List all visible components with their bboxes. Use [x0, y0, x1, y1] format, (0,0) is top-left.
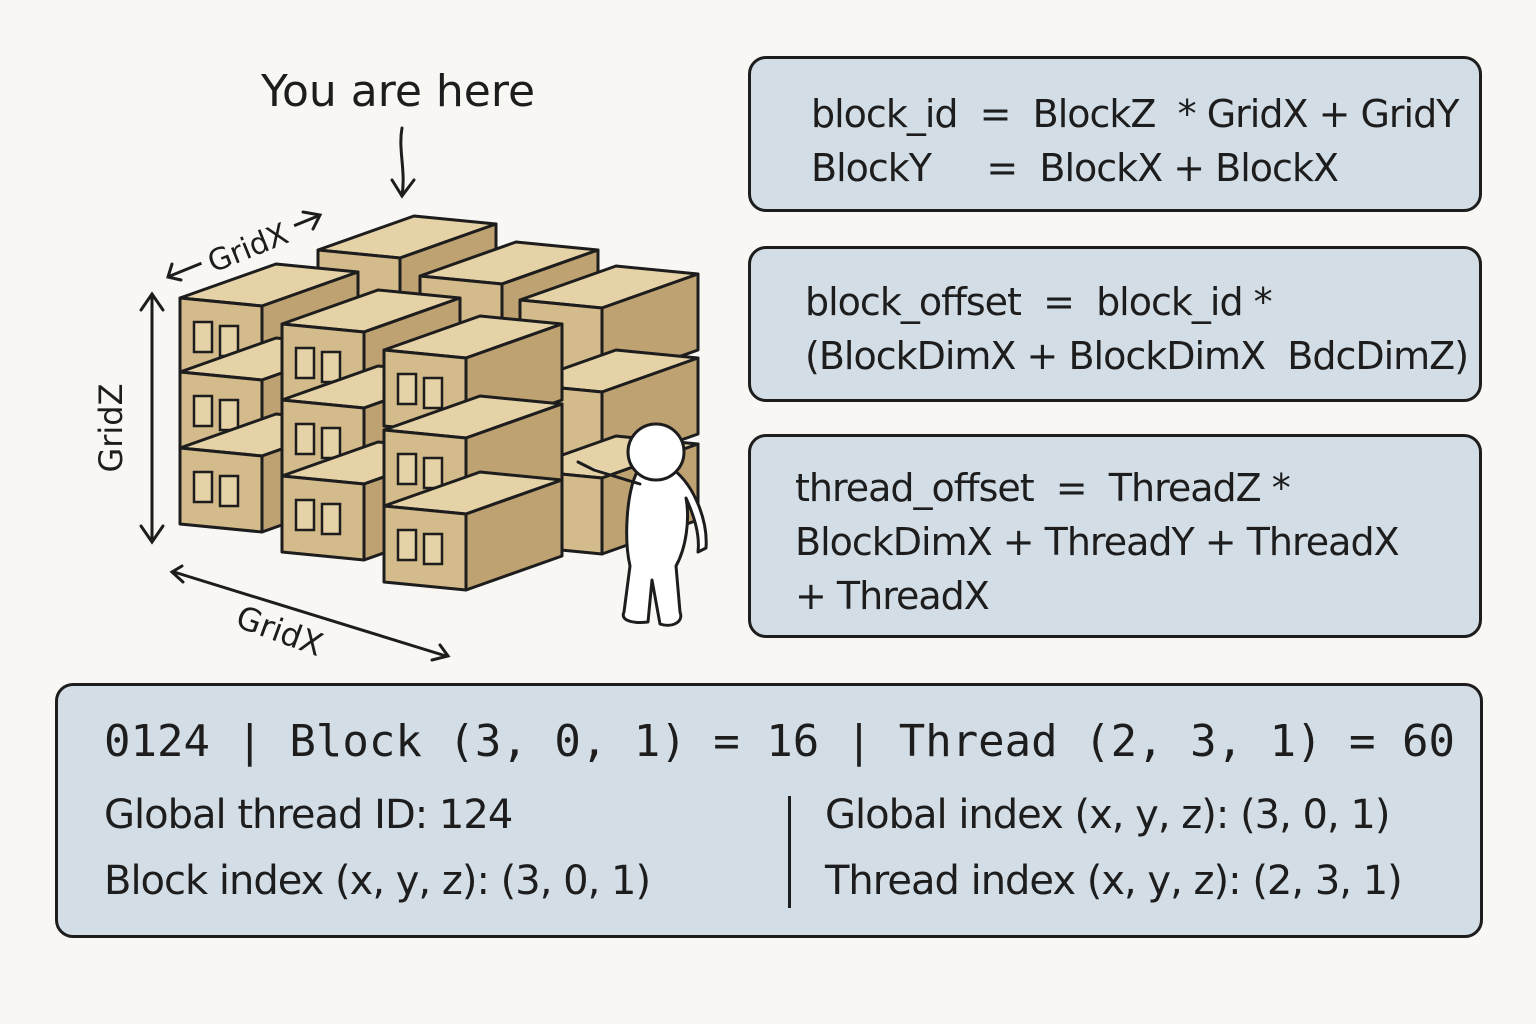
cube-window [294, 422, 316, 456]
cube-window [396, 452, 418, 486]
summary-divider [788, 796, 791, 908]
cube-window [192, 470, 214, 504]
side-gridz-arrow [139, 291, 165, 545]
stick-figure [576, 422, 708, 627]
thread-offset-formula-line-2: BlockDimX + ThreadY + ThreadX [795, 520, 1400, 564]
cube-window [320, 502, 342, 536]
cube-window [422, 376, 444, 410]
cube-window [294, 498, 316, 532]
cube-window [320, 426, 342, 460]
cube-window [320, 350, 342, 384]
pointer-arrow [390, 126, 416, 199]
cube-window [422, 456, 444, 490]
cube-window [396, 372, 418, 406]
thread-index: Thread index (x, y, z): (2, 3, 1) [825, 858, 1403, 904]
thread-summary-box: 0124 | Block (3, 0, 1) = 16 | Thread (2,… [55, 683, 1483, 938]
thread-offset-formula-line-3: + ThreadX [795, 574, 990, 618]
cube-window [218, 398, 240, 432]
global-index: Global index (x, y, z): (3, 0, 1) [825, 792, 1390, 838]
block-index: Block index (x, y, z): (3, 0, 1) [104, 858, 651, 904]
cube-window [192, 320, 214, 354]
block-cube-stack [178, 214, 700, 592]
block-id-formula-line-2: BlockY = BlockX + BlockX [811, 146, 1339, 190]
side-gridz-label: GridZ [92, 383, 130, 472]
cube-window [294, 346, 316, 380]
grid-block-illustration: You are here GridX GridZ GridX [92, 66, 708, 664]
top-label-backdrop [195, 210, 301, 280]
block-id-formula-line-1: block_id = BlockZ * GridX + GridY [811, 92, 1459, 136]
cube-window [192, 394, 214, 428]
block-offset-formula-line-2: (BlockDimX + BlockDimX BdcDimZ) [805, 334, 1469, 378]
global-thread-id: Global thread ID: 124 [104, 792, 513, 838]
cube-window [422, 532, 444, 566]
block-offset-formula-box: block_offset = block_id * (BlockDimX + B… [748, 246, 1482, 402]
block-offset-formula-line-1: block_offset = block_id * [805, 280, 1273, 324]
summary-header: 0124 | Block (3, 0, 1) = 16 | Thread (2,… [104, 716, 1456, 767]
block-id-formula-box: block_id = BlockZ * GridX + GridY BlockY… [748, 56, 1482, 212]
you-are-here-label: You are here [260, 66, 535, 117]
cube-window [396, 528, 418, 562]
thread-offset-formula-line-1: thread_offset = ThreadZ * [795, 466, 1291, 510]
thread-offset-formula-box: thread_offset = ThreadZ * BlockDimX + Th… [748, 434, 1482, 638]
bottom-gridx-arrow [169, 564, 451, 662]
bottom-gridx-label: GridX [231, 598, 328, 664]
cube-window [218, 474, 240, 508]
